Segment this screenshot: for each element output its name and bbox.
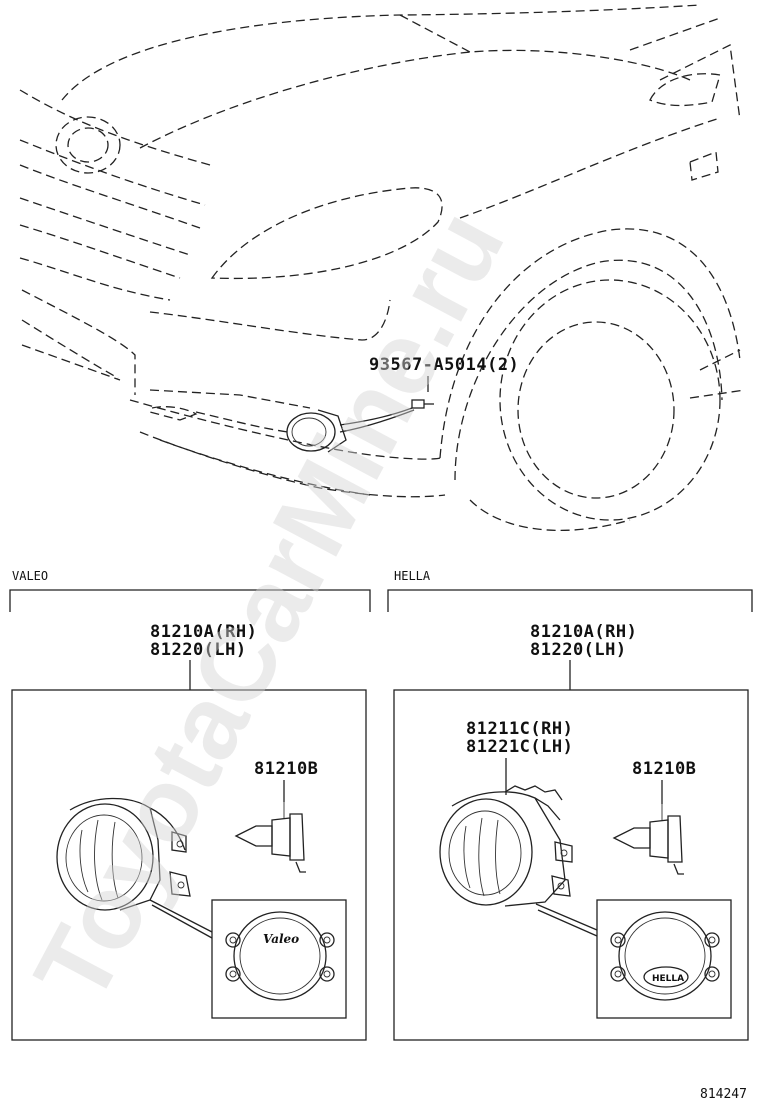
hella-assembly-rh-part: 81210A(RH)	[530, 622, 637, 642]
valeo-logo-inset	[211, 899, 347, 1019]
hella-section-label: HELLA	[394, 569, 431, 583]
hella-assembly-lh-part: 81220(LH)	[530, 640, 627, 660]
hella-bulb	[612, 804, 684, 875]
valeo-logo: Valeo	[263, 932, 299, 946]
hella-section-bracket	[387, 589, 753, 612]
valeo-bulb-part-number: 81210B	[254, 759, 318, 779]
hella-logo-leader	[535, 903, 598, 931]
valeo-section-label: VALEO	[12, 569, 48, 583]
valeo-assembly-rh-part: 81210A(RH)	[150, 622, 257, 642]
hella-subpart-rh-part: 81211C(RH)	[466, 719, 573, 739]
hella-fog-lamp	[439, 785, 573, 907]
valeo-detail-box	[11, 689, 367, 1041]
figure-number: 814247	[700, 1087, 747, 1102]
hella-bulb-part-number: 81210B	[632, 759, 696, 779]
fastener-part-number: 93567-A5014(2)	[369, 355, 519, 375]
valeo-fog-lamp	[56, 797, 191, 911]
valeo-section-bracket	[9, 589, 371, 612]
car-front-illustration	[19, 4, 746, 532]
valeo-bulb	[234, 802, 306, 873]
valeo-logo-leader	[149, 899, 213, 933]
hella-logo-inset	[596, 899, 732, 1019]
hella-logo: HELLA	[652, 974, 684, 984]
hella-detail-box	[393, 689, 749, 1041]
valeo-assembly-lh-part: 81220(LH)	[150, 640, 247, 660]
watermark: ToyotaCarMine.ru	[13, 193, 527, 1021]
hella-logo-oval	[643, 966, 689, 988]
hella-subpart-lh-part: 81221C(LH)	[466, 737, 573, 757]
